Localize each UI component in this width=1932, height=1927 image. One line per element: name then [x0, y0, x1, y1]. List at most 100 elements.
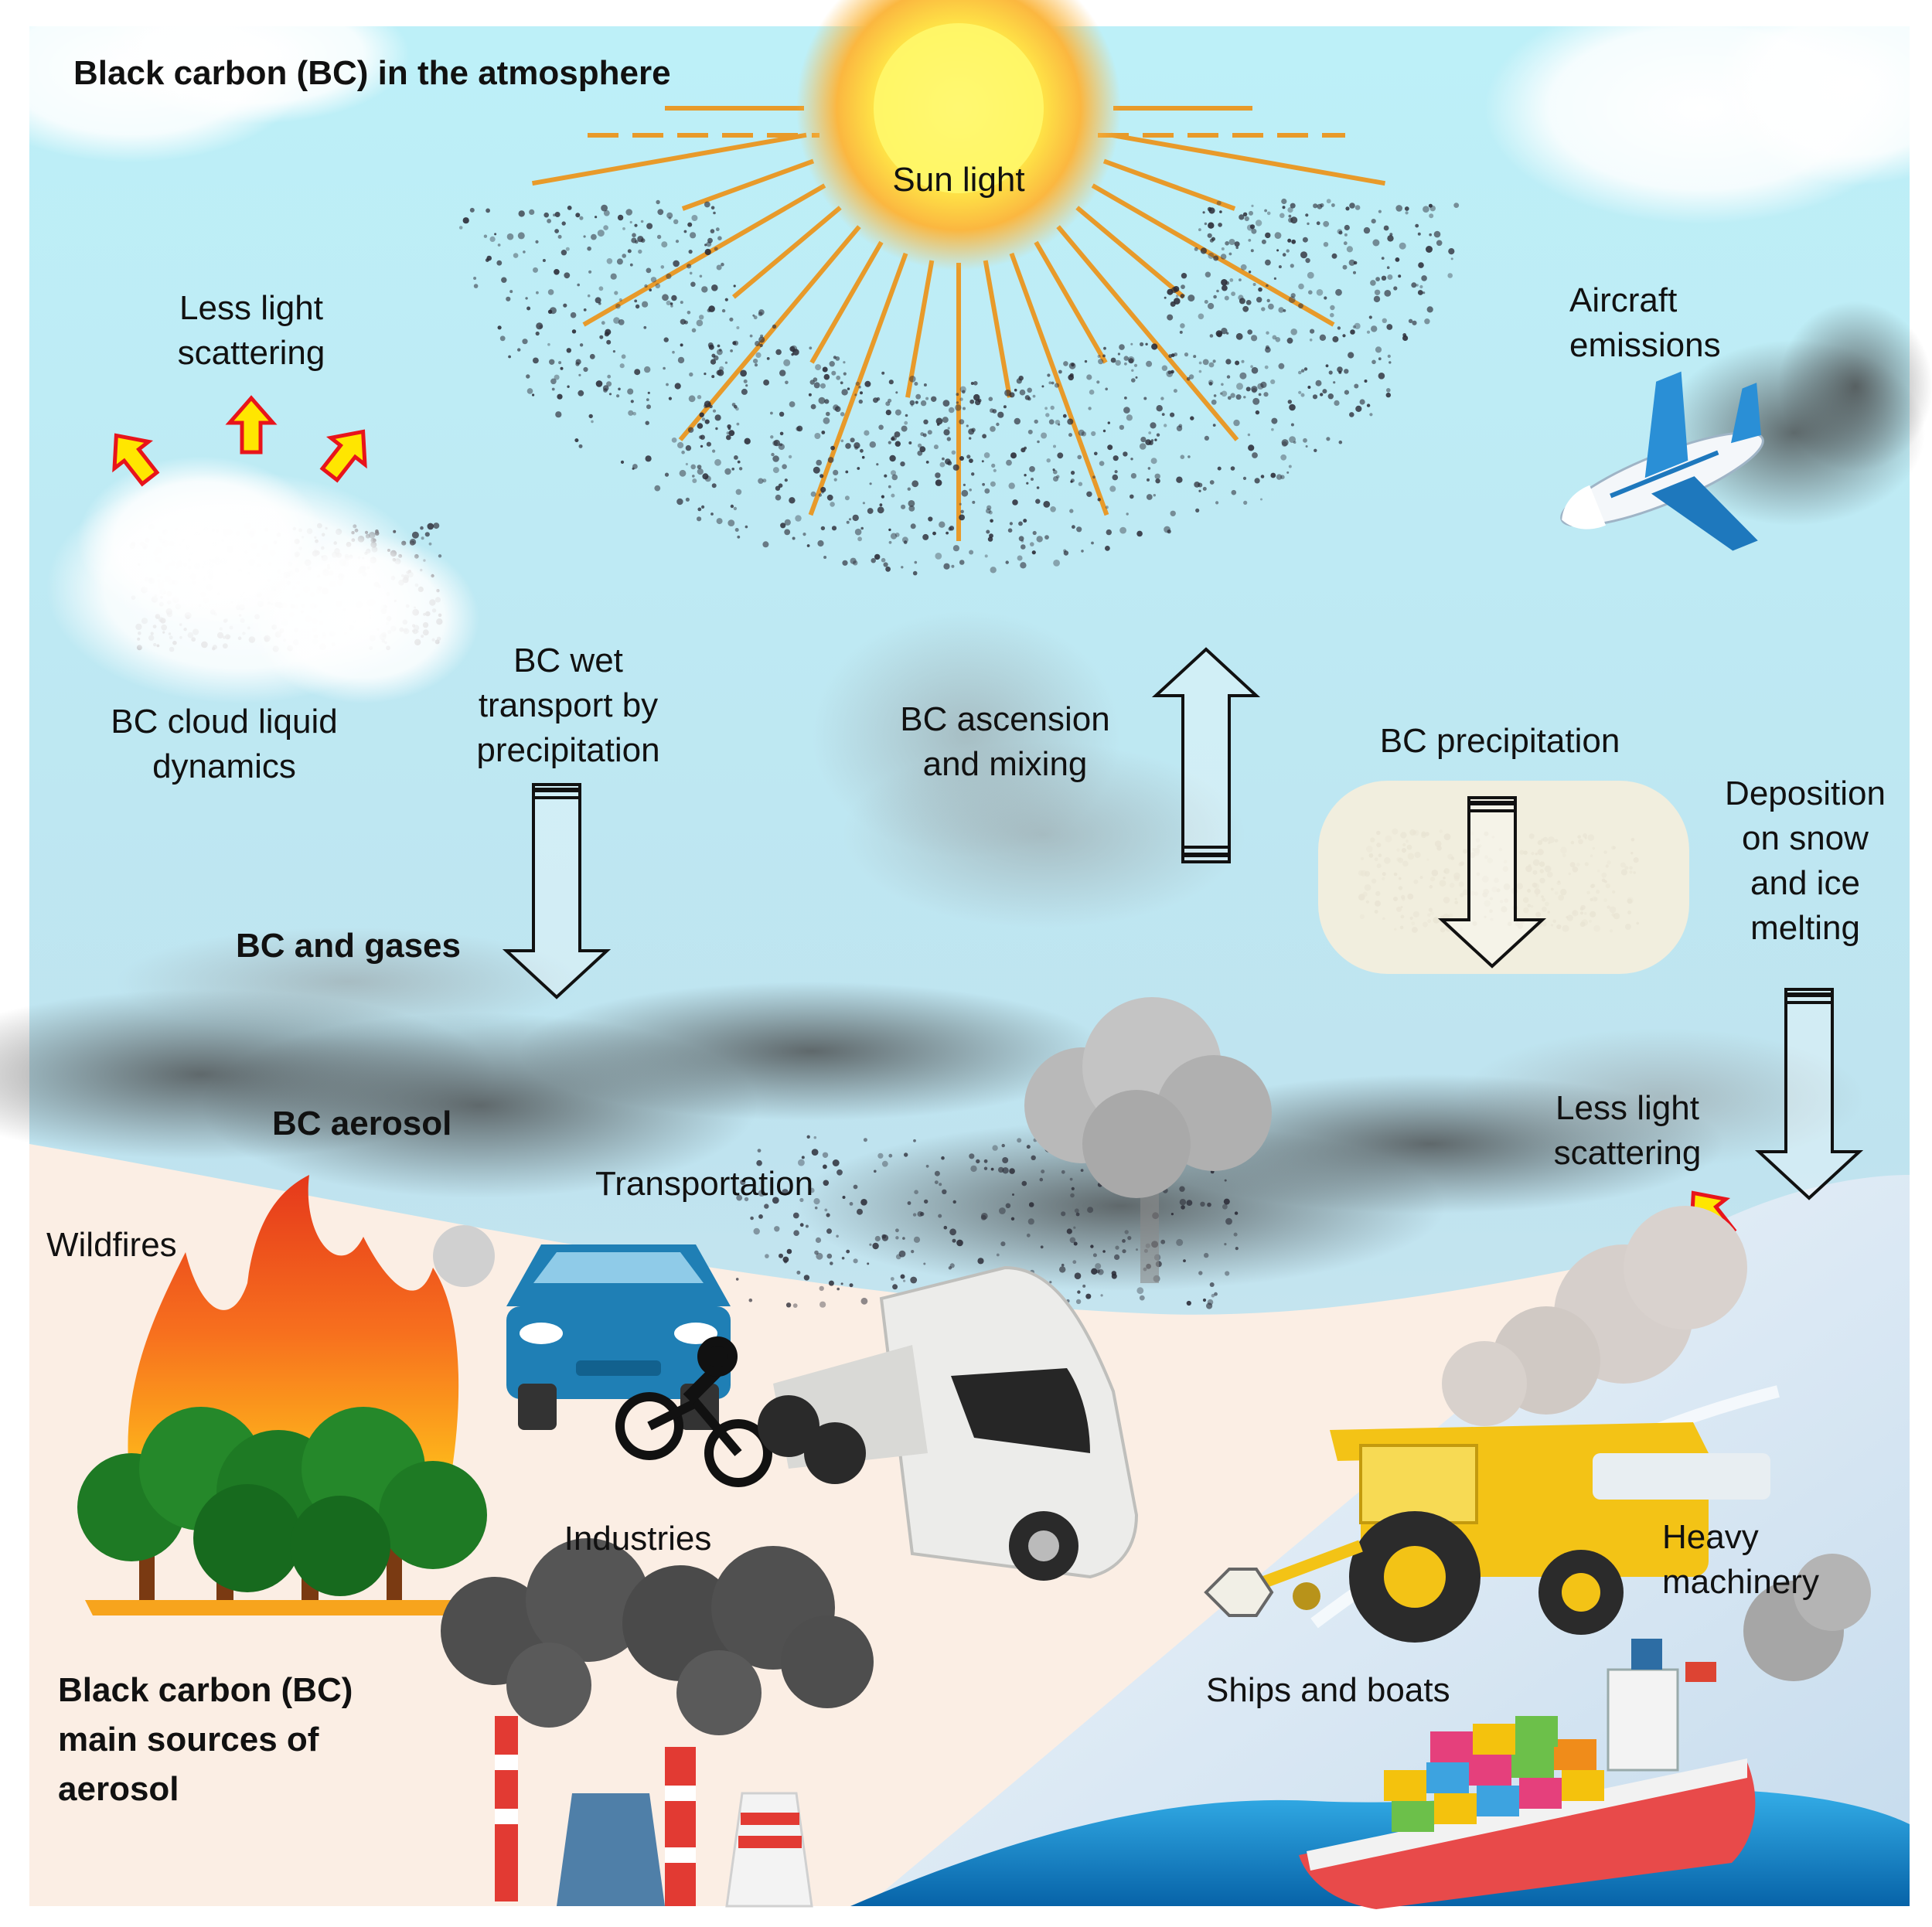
- bc-particle: [645, 455, 652, 462]
- bc-particle: [1250, 249, 1254, 253]
- bc-particle: [1315, 380, 1322, 386]
- bc-particle: [1014, 388, 1017, 392]
- bc-particle: [1131, 378, 1136, 383]
- bc-particle: [968, 428, 975, 435]
- truck-icon: [758, 1265, 1139, 1581]
- bc-particle: [1202, 211, 1205, 214]
- sun-ray: [1091, 183, 1335, 327]
- bc-particle: [614, 291, 618, 295]
- bc-particle: [1061, 1211, 1066, 1217]
- bc-particle: [1133, 363, 1138, 367]
- bc-particle: [1354, 205, 1361, 210]
- bc-particle: [743, 379, 748, 383]
- bc-particle: [726, 434, 731, 441]
- bc-particle: [646, 223, 653, 230]
- bc-particle: [733, 340, 739, 346]
- bc-particle: [1447, 273, 1453, 278]
- arrow-deposition-down: [1754, 988, 1864, 1200]
- bc-particle: [1155, 478, 1160, 484]
- bc-particle: [806, 1135, 810, 1139]
- sun-ray: [1056, 225, 1239, 441]
- bc-particle: [532, 393, 535, 397]
- bc-particle: [1023, 519, 1027, 523]
- bc-particle: [1202, 359, 1209, 366]
- bc-particle: [883, 562, 888, 567]
- bc-particle: [1045, 413, 1050, 417]
- bc-particle: [714, 247, 718, 251]
- bc-particle: [758, 1214, 763, 1219]
- bc-particle: [588, 414, 593, 419]
- bc-particle: [888, 441, 891, 444]
- bc-particle: [914, 560, 918, 564]
- bc-particle: [1207, 233, 1212, 238]
- bc-particle: [497, 325, 502, 330]
- bc-particle: [1448, 248, 1455, 255]
- bc-particle: [928, 516, 933, 522]
- bc-particle: [1386, 388, 1391, 393]
- bc-particle: [1130, 494, 1134, 499]
- bc-particle: [826, 494, 833, 501]
- bc-particle: [1105, 546, 1110, 551]
- bc-particle: [1331, 253, 1337, 259]
- bc-particle: [845, 443, 851, 449]
- bc-particle: [529, 209, 535, 215]
- bc-particle: [1239, 372, 1247, 380]
- cloud-icon: [0, 0, 1932, 224]
- bc-particle: [1009, 1168, 1015, 1174]
- bc-particle: [782, 464, 787, 469]
- bc-particle: [890, 1277, 894, 1281]
- bc-particle: [506, 296, 511, 301]
- bc-particle: [1003, 405, 1007, 409]
- bc-particle: [1072, 1260, 1077, 1265]
- bc-particle: [557, 393, 563, 400]
- sun-ray: [1009, 252, 1109, 516]
- bc-particle: [1274, 232, 1282, 239]
- bc-particle: [1198, 313, 1205, 320]
- bc-particle: [744, 1197, 749, 1202]
- bc-particle: [901, 504, 906, 509]
- bc-particle: [1075, 1212, 1080, 1217]
- bc-particle: [1235, 1247, 1239, 1251]
- bc-particle: [962, 390, 966, 394]
- bc-particle: [795, 515, 802, 522]
- bc-particle: [1242, 476, 1247, 481]
- bc-particle: [935, 479, 942, 486]
- bc-particle: [1100, 1294, 1103, 1297]
- bc-particle: [731, 468, 734, 471]
- bc-particle: [763, 380, 769, 386]
- bc-particle: [1181, 284, 1185, 289]
- bc-particle: [827, 457, 834, 463]
- bc-particle: [1225, 359, 1232, 365]
- bc-particle: [1026, 1145, 1031, 1149]
- bc-particle: [691, 215, 698, 221]
- bc-particle: [690, 464, 696, 470]
- bc-particle: [934, 1170, 940, 1176]
- bc-particle: [869, 1243, 872, 1246]
- bc-particle: [935, 417, 943, 425]
- bc-particle: [1066, 1228, 1072, 1234]
- bc-particle: [458, 226, 463, 230]
- bc-particle: [758, 309, 765, 315]
- bc-particle: [1164, 296, 1167, 299]
- bc-particle: [952, 545, 959, 552]
- bc-particle: [878, 424, 884, 431]
- bc-particle: [826, 1228, 832, 1234]
- bc-particle: [938, 1214, 942, 1218]
- bc-particle: [961, 489, 969, 497]
- bc-particle: [1290, 423, 1294, 427]
- bc-particle: [1087, 1207, 1094, 1214]
- bc-particle: [966, 455, 971, 459]
- bc-particle: [697, 465, 702, 469]
- bc-particle: [1342, 334, 1346, 338]
- bc-particle: [1289, 436, 1296, 443]
- bc-particle: [1074, 1272, 1082, 1279]
- bc-particle: [1326, 199, 1331, 204]
- bc-particle: [837, 1169, 843, 1176]
- bc-particle: [782, 1189, 789, 1196]
- bc-particle: [894, 431, 901, 437]
- bc-particle: [1086, 374, 1092, 380]
- bc-particle: [1215, 501, 1219, 505]
- bc-particle: [1114, 470, 1118, 474]
- arrow-precipitation-down: [1437, 796, 1547, 969]
- bc-particle: [1122, 1249, 1126, 1254]
